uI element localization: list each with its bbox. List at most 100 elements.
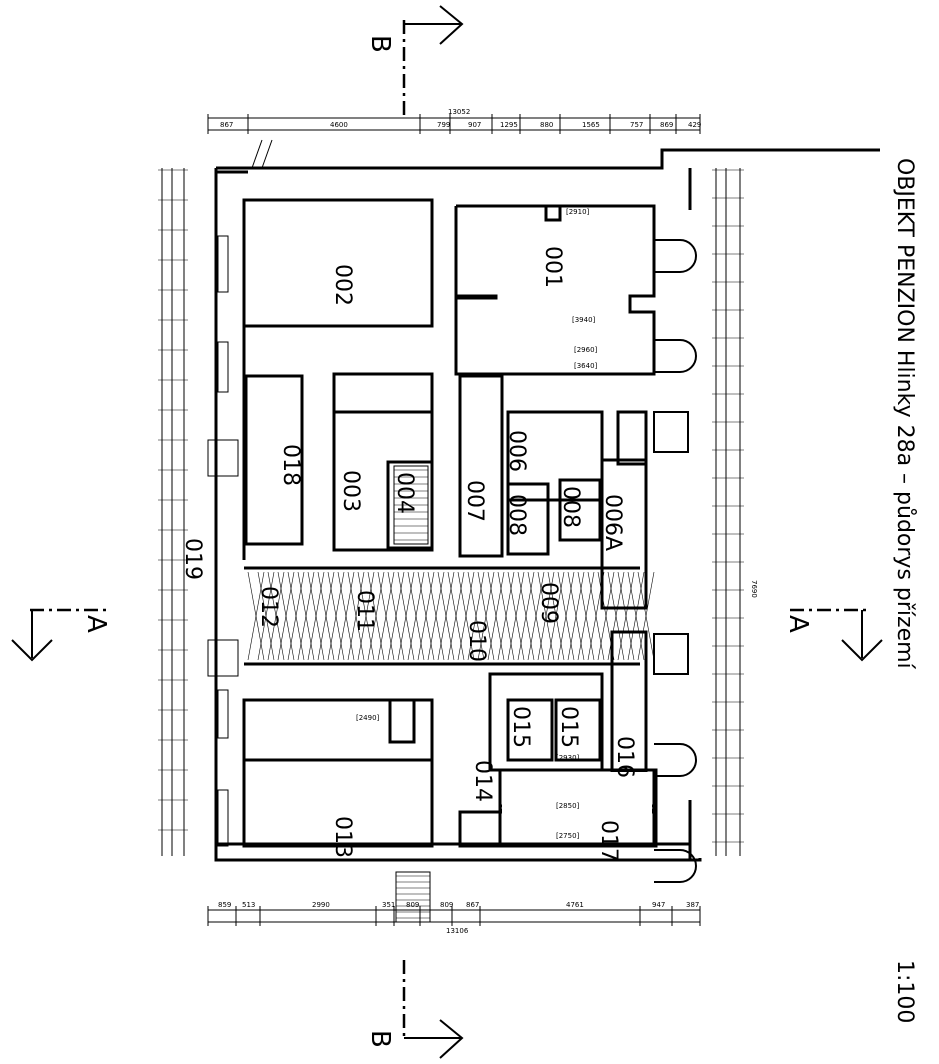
hatch-line (587, 571, 605, 661)
dim-top-1: 867 (220, 121, 233, 129)
hatch-line (377, 571, 395, 661)
room-label-017: 017 (596, 820, 621, 862)
hatch-line (497, 571, 515, 661)
hatch-line (487, 571, 505, 661)
hatch-line (607, 571, 625, 661)
room-label-009: 009 (536, 582, 561, 624)
hatch-line (297, 571, 315, 661)
dim-bottom-8: 4761 (566, 901, 584, 909)
hatch-line (337, 571, 355, 661)
hatch-line (387, 571, 405, 661)
dim-top-3: 799 (437, 121, 450, 129)
room-label-004: 004 (392, 472, 417, 514)
dim-top-6: 880 (540, 121, 553, 129)
drawing-title: OBJEKT PENZION Hlinky 28a – půdorys příz… (892, 158, 917, 670)
hatch-line (557, 571, 575, 661)
note-h8: [2490] (356, 714, 380, 722)
dim-right-total: 7690 (750, 580, 758, 598)
note-h5: [3640] (574, 362, 598, 370)
dim-bottom-5: 809 (406, 901, 419, 909)
hatch-line (507, 571, 525, 661)
room-label-006a: 006A (600, 494, 625, 551)
room-label-008: 008 (504, 494, 529, 536)
hatch-line (627, 571, 645, 661)
note-h4: [2930] (556, 754, 580, 762)
hatch-line (347, 571, 365, 661)
dim-bottom-3: 2990 (312, 901, 330, 909)
hatch-line (617, 571, 635, 661)
room-label-019: 019 (180, 538, 205, 580)
hatch-line (287, 571, 305, 661)
outer-walls (214, 139, 880, 862)
dim-bottom-1: 859 (218, 901, 231, 909)
room-label-002: 002 (330, 264, 355, 306)
note-h3: [3940] (572, 316, 596, 324)
drawing-scale: 1:100 (892, 960, 917, 1023)
hatch-line (437, 571, 455, 661)
room-label-007: 007 (462, 480, 487, 522)
hatch-line (277, 571, 295, 661)
hatch-line (547, 571, 565, 661)
windows-left (207, 235, 239, 847)
exterior-bays (653, 239, 697, 883)
hatch-line (267, 571, 285, 661)
section-marker-a-right: A (783, 608, 883, 662)
section-label-a-right: A (783, 615, 813, 633)
room-label-015b: 015 (556, 706, 581, 748)
dim-top-10: 429 (688, 121, 701, 129)
dim-bottom-4: 351 (382, 901, 395, 909)
section-marker-a-left: A (11, 608, 111, 662)
section-label-b-bottom: B (365, 1030, 395, 1048)
hatch-line (447, 571, 465, 661)
left-dimension-lines (158, 168, 188, 856)
hatch-line (397, 571, 415, 661)
dim-top-5: 1295 (500, 121, 518, 129)
room-walls (242, 198, 656, 848)
room-label-011: 011 (352, 590, 377, 632)
hatch-line (467, 571, 485, 661)
hatch-line (417, 571, 435, 661)
hatch-line (537, 571, 555, 661)
hatch-line (317, 571, 335, 661)
hatch-line (257, 571, 275, 661)
hatch-line (527, 571, 545, 661)
dim-top-total: 13052 (448, 108, 470, 116)
hatch-line (357, 571, 375, 661)
room-label-018: 018 (278, 444, 303, 486)
dim-top-2: 4600 (330, 121, 348, 129)
hatch-line (407, 571, 425, 661)
hatch-line (567, 571, 585, 661)
hatch-line (427, 571, 445, 661)
room-label-016: 016 (612, 736, 637, 778)
room-label-008b: 008 (558, 486, 583, 528)
hatch-line (477, 571, 495, 661)
stairs (393, 465, 431, 923)
note-h2: [2960] (574, 346, 598, 354)
top-dimension-lines: 13052 867 4600 799 907 1295 880 1565 757… (207, 108, 701, 134)
room-height-notes: [2910] [2960] [3940] [2930] [3640] [2850… (356, 208, 598, 840)
hatch-line (307, 571, 325, 661)
hatch-line (367, 571, 385, 661)
section-marker-b-bottom: B (365, 960, 464, 1059)
corridor-hatch (247, 571, 655, 661)
dim-bottom-6: 809 (440, 901, 453, 909)
hatch-line (327, 571, 345, 661)
note-h7: [2750] (556, 832, 580, 840)
hatch-line (597, 571, 615, 661)
dim-bottom-7: 867 (466, 901, 479, 909)
right-dimension-lines: 7690 (712, 168, 758, 856)
hatch-line (247, 571, 265, 661)
room-label-003: 003 (338, 470, 363, 512)
dim-top-9: 869 (660, 121, 673, 129)
dim-bottom-2: 513 (242, 901, 255, 909)
dim-top-4: 907 (468, 121, 481, 129)
dim-bottom-total: 13106 (446, 927, 469, 935)
room-label-006: 006 (504, 430, 529, 472)
hatch-line (577, 571, 595, 661)
hatch-line (517, 571, 535, 661)
bottom-dimension-lines: 859 513 2990 351 809 809 867 4761 947 38… (207, 901, 701, 935)
room-label-013: 013 (330, 816, 355, 858)
hatch-line (457, 571, 475, 661)
section-label-b-top: B (365, 35, 395, 53)
